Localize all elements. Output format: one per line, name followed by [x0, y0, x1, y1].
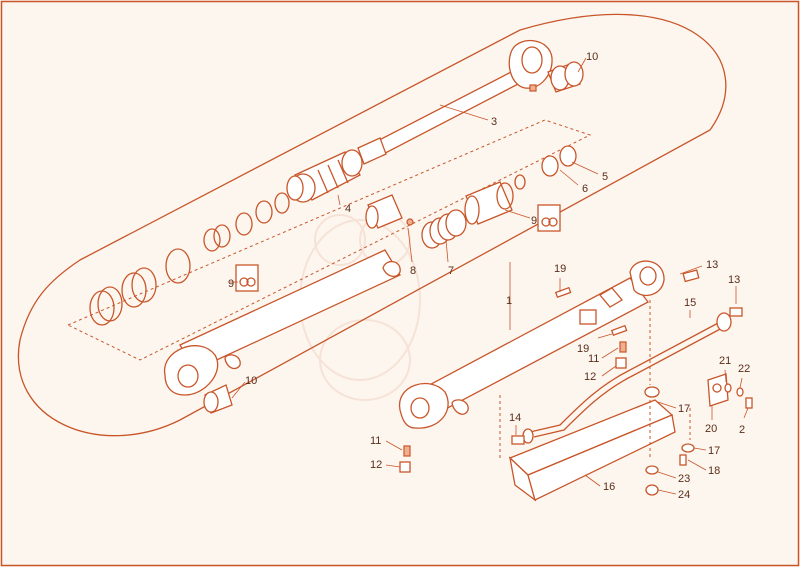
- callout-13a: 13: [706, 259, 718, 271]
- seal-kit-bag-left: [235, 264, 259, 292]
- bushing-lower: [203, 384, 233, 414]
- callout-2: 2: [739, 424, 745, 436]
- callout-1: 1: [506, 295, 512, 307]
- seal-rings-left-large: [89, 248, 191, 326]
- callout-15: 15: [684, 297, 696, 309]
- cap-12a: [615, 357, 627, 369]
- callout-8: 8: [410, 265, 416, 277]
- callout-12b: 12: [370, 459, 382, 471]
- washer-23: [645, 465, 659, 475]
- seal-rings-left-small: [203, 192, 290, 252]
- seal-kit-dashed-box: [66, 119, 592, 361]
- cylinder-assembly: [398, 260, 665, 429]
- pin-19b: [610, 324, 628, 337]
- cylinder-tube: [164, 249, 401, 396]
- callout-17a: 17: [678, 403, 690, 415]
- callout-16: 16: [603, 481, 615, 493]
- callout-10b: 10: [245, 375, 257, 387]
- assembly-dashed-leaders: [499, 300, 691, 460]
- washer-17a: [644, 386, 660, 398]
- washer-22: [736, 387, 744, 397]
- callout-11b: 11: [370, 435, 381, 447]
- seal-rings-right: [464, 174, 526, 225]
- callout-24: 24: [678, 489, 690, 501]
- seal-kit-bag-right: [537, 204, 561, 232]
- callout-13b: 13: [728, 274, 740, 286]
- pipe-guard: [508, 399, 676, 502]
- bellows-seal: [421, 209, 467, 249]
- callout-21: 21: [719, 355, 731, 367]
- pin-19a: [554, 286, 572, 299]
- callout-14: 14: [509, 412, 521, 424]
- callout-7: 7: [448, 265, 454, 277]
- kit-boundary-outline: [17, 13, 727, 437]
- callout-23: 23: [678, 473, 690, 485]
- washer-17b: [681, 443, 695, 453]
- pin-18: [679, 454, 687, 466]
- callout-6: 6: [582, 183, 588, 195]
- cushion-plunger: [365, 194, 414, 229]
- callout-17b: 17: [708, 445, 720, 457]
- bolt-2: [745, 397, 753, 409]
- bushing-upper: [547, 61, 584, 93]
- piston: [286, 149, 363, 203]
- grease-nipple-11a: [619, 341, 627, 353]
- callout-20: 20: [705, 423, 717, 435]
- washer-21: [724, 383, 732, 393]
- callout-10a: 10: [586, 51, 598, 63]
- nut-24: [645, 484, 659, 496]
- callout-22: 22: [738, 363, 750, 375]
- callout-11a: 11: [588, 353, 599, 365]
- callout-19b: 19: [577, 343, 589, 355]
- grease-nipple-11b: [403, 445, 411, 457]
- callout-4: 4: [345, 203, 351, 215]
- callout-5: 5: [602, 171, 608, 183]
- callout-18: 18: [708, 465, 720, 477]
- elbow-fitting-13a: [682, 269, 700, 283]
- callout-19a: 19: [554, 263, 566, 275]
- callout-12a: 12: [584, 371, 596, 383]
- rod-bushing-rings: [541, 145, 577, 177]
- pipe-clamp: [707, 373, 729, 407]
- callouts: 1 2 3 4 5 6 7 8 9 9 10 10 11 11 12 12 13…: [228, 51, 750, 501]
- fitting-14: [511, 435, 525, 445]
- piston-rod: [357, 39, 553, 165]
- leader-lines: [230, 57, 749, 495]
- callout-9b: 9: [228, 278, 234, 290]
- callout-9a: 9: [531, 215, 537, 227]
- elbow-fitting-13b: [729, 307, 743, 317]
- cap-12b: [399, 461, 411, 473]
- callout-3: 3: [491, 116, 497, 128]
